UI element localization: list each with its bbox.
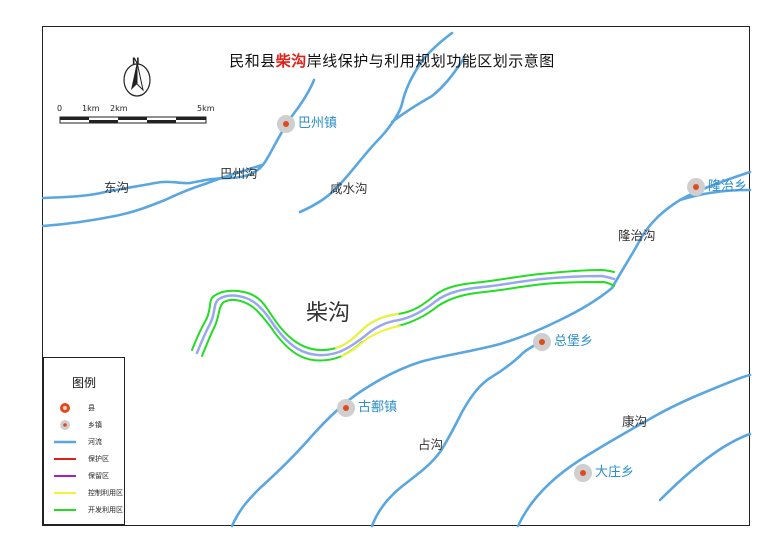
- river-longzhigou: [610, 170, 752, 290]
- river-donggou-south: [41, 163, 264, 228]
- place-label-longzhi[interactable]: 隆治乡: [708, 179, 748, 194]
- river-label-bazhougou: 巴州沟: [220, 166, 258, 181]
- river-main-south: [230, 286, 614, 528]
- township-icon[interactable]: [277, 115, 295, 133]
- river-label-chaigou: 柴沟: [306, 301, 351, 326]
- river-label-kanggou: 康沟: [622, 414, 648, 429]
- river-xianshuigou-branch: [390, 56, 466, 124]
- county-icon: [60, 403, 70, 413]
- title-suffix: 岸线保护与利用规划功能区划示意图: [306, 52, 555, 70]
- legend-label-control: 控制利用区: [88, 489, 123, 497]
- legend-item-county: 县: [54, 402, 124, 414]
- scale-tick-0: 0: [57, 104, 63, 113]
- legend-label-protect: 保护区: [88, 455, 109, 463]
- river-donggou: [41, 78, 316, 200]
- title-prefix: 民和县: [229, 52, 276, 70]
- title-highlight: 柴沟: [275, 52, 307, 70]
- river-label-zhangou: 占沟: [418, 437, 444, 452]
- scale-bar: [59, 116, 207, 124]
- township-icon[interactable]: [574, 464, 592, 482]
- river-kanggou: [516, 373, 752, 528]
- legend-item-control: 控制利用区: [54, 487, 124, 499]
- legend-label-county: 县: [88, 404, 95, 412]
- map-title: 民和县柴沟岸线保护与利用规划功能区划示意图: [0, 50, 784, 71]
- place-label-zongbao[interactable]: 总堡乡: [554, 334, 594, 349]
- map-frame: [42, 26, 750, 526]
- township-icon[interactable]: [337, 399, 355, 417]
- legend-label-township: 乡镇: [88, 421, 102, 429]
- place-label-bazhou[interactable]: 巴州镇: [298, 116, 338, 131]
- center-line: [195, 274, 616, 357]
- north-label: N: [132, 57, 140, 67]
- legend-item-river: 河流: [54, 436, 124, 448]
- develop-line-icon: [54, 509, 76, 511]
- map-legend: 图例 县 乡镇 河流 保护区 保留区 控制利用区 开发利用区: [43, 357, 125, 525]
- township-icon: [60, 420, 70, 430]
- legend-item-protect: 保护区: [54, 453, 124, 465]
- river-label-xianshuigou: 咸水沟: [330, 181, 368, 196]
- river-dazhuang-b: [658, 432, 752, 502]
- place-label-gubei[interactable]: 古鄯镇: [358, 400, 398, 415]
- scale-tick-1: 1km: [82, 104, 100, 113]
- river-label-donggou: 东沟: [104, 180, 130, 195]
- township-icon[interactable]: [533, 333, 551, 351]
- legend-item-township: 乡镇: [54, 419, 124, 431]
- control-line-icon: [54, 492, 76, 494]
- north-arrow-icon: [123, 61, 151, 97]
- legend-label-reserve: 保留区: [88, 472, 109, 480]
- town-markers: [277, 115, 705, 482]
- river-longzhigou-b: [678, 188, 752, 202]
- scale-tick-5: 5km: [197, 104, 215, 113]
- protect-line-icon: [54, 458, 76, 460]
- develop-zone-line-b: [201, 298, 363, 362]
- river-zhangou: [370, 354, 522, 528]
- river-line-icon: [54, 440, 76, 444]
- township-icon[interactable]: [687, 178, 705, 196]
- legend-item-develop: 开发利用区: [54, 504, 124, 516]
- legend-label-develop: 开发利用区: [88, 506, 123, 514]
- control-zone-line-a: [335, 313, 399, 349]
- legend-label-river: 河流: [88, 438, 102, 446]
- legend-item-reserve: 保留区: [54, 470, 124, 482]
- legend-title: 图例: [71, 376, 96, 390]
- place-label-dazhuang[interactable]: 大庄乡: [595, 465, 635, 480]
- develop-zone-line-c: [397, 281, 615, 327]
- scale-tick-2: 2km: [110, 104, 128, 113]
- river-label-longzhigou: 隆治沟: [618, 228, 656, 243]
- control-zone-line-b: [341, 325, 401, 357]
- reserve-line-icon: [54, 475, 76, 477]
